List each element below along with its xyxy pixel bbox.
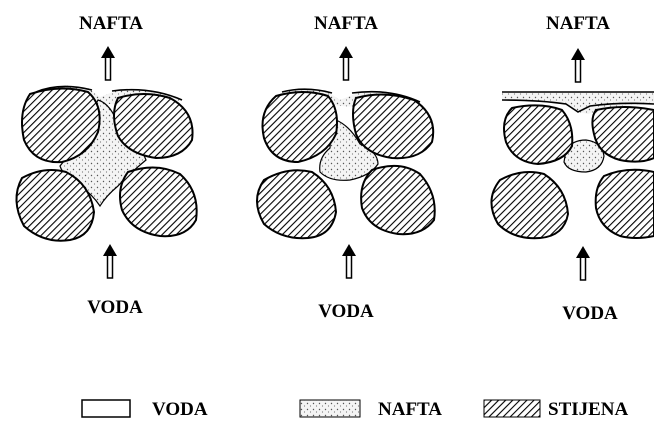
panel-1: NAFTA VODA <box>16 13 196 318</box>
panel-2-oil-arrow <box>339 46 353 80</box>
panel-3-bottom-label: VODA <box>562 303 618 324</box>
panel-1-oil-arrow <box>101 46 115 80</box>
legend-oil-swatch <box>300 400 360 417</box>
panel-2-top-label: NAFTA <box>314 13 378 34</box>
legend-rock-swatch <box>484 400 540 417</box>
legend-oil-label: NAFTA <box>378 399 442 420</box>
panel-1-water-arrow <box>103 244 117 278</box>
panel-2-bottom-label: VODA <box>318 301 374 322</box>
panel-2-rock <box>257 170 336 238</box>
panel-3-top-label: NAFTA <box>546 13 610 34</box>
legend: VODA NAFTA STIJENA <box>82 399 629 420</box>
panel-3-rock <box>491 172 568 238</box>
panel-3-oil-arrow <box>571 48 585 82</box>
panel-1-bottom-label: VODA <box>87 297 143 318</box>
panel-3-water-arrow <box>576 246 590 280</box>
legend-water-swatch <box>82 400 130 417</box>
panel-3: NAFTA VODA <box>491 13 654 324</box>
panel-2-water-arrow <box>342 244 356 278</box>
panel-2: NAFTA VODA <box>257 13 435 322</box>
panel-1-rock <box>120 167 197 236</box>
legend-rock-label: STIJENA <box>548 399 629 420</box>
legend-water-label: VODA <box>152 399 208 420</box>
panel-2-rock <box>361 166 435 234</box>
panel-3-rock <box>596 170 654 238</box>
panel-1-top-label: NAFTA <box>79 13 143 34</box>
panel-3-rock <box>504 105 572 164</box>
